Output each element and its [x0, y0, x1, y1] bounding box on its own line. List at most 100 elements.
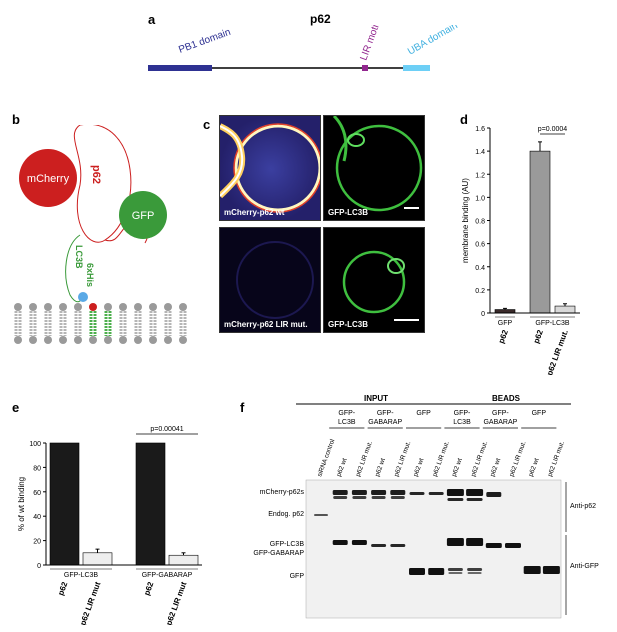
lane-label: p62 wt: [451, 457, 464, 478]
lane-label: p62 wt: [412, 457, 425, 478]
blot-band: [447, 568, 463, 571]
group-label: GABARAP: [483, 419, 517, 426]
category-label: p62 LIR mut: [78, 580, 102, 625]
micrograph-label-mcherry-wt: mCherry-p62 wt: [224, 208, 285, 217]
pb1-domain-label: PB1 domain: [177, 27, 232, 56]
lane-label: p62 wt: [374, 457, 387, 478]
group-label: GFP-LC3B: [64, 572, 99, 579]
lipid-head: [149, 336, 157, 344]
panel-f-label: f: [240, 400, 245, 415]
blot-band: [409, 492, 425, 495]
lipid-head: [74, 336, 82, 344]
blot-band: [447, 498, 464, 501]
gfp-label: GFP: [132, 210, 155, 222]
blot-band: [371, 544, 387, 547]
bar: [82, 552, 113, 566]
lane-label: p62 LIR mut.: [508, 440, 527, 478]
category-label: p62 LIR mut: [164, 580, 188, 625]
y-tick-label: 20: [33, 539, 41, 546]
lane-label: p62 LIR mut.: [432, 440, 451, 478]
panel-a-label: a: [148, 12, 156, 27]
blot-band: [486, 492, 502, 497]
y-axis-label: % of wt binding: [17, 477, 26, 531]
mcherry-label: mCherry: [27, 173, 70, 185]
group-label: GFP-: [492, 410, 509, 417]
lipid-head: [14, 336, 22, 344]
lipid-head: [44, 303, 52, 311]
blot-band: [485, 543, 502, 548]
p-value: p=0.00041: [150, 426, 183, 433]
y-tick-label: 0: [481, 311, 485, 318]
category-label: p62 LIR mut.: [545, 329, 570, 375]
p62-schematic-label: p62: [90, 165, 102, 184]
row-label: mCherry-p62s: [260, 489, 305, 496]
lane-label: siRNA control: [316, 438, 336, 478]
bar: [49, 442, 80, 566]
bar: [168, 554, 199, 566]
row-label: GFP-GABARAP: [253, 550, 304, 557]
panel-d-label: d: [460, 112, 468, 127]
lipid-head: [44, 336, 52, 344]
y-tick-label: 80: [33, 465, 41, 472]
micrograph-mcherry-lir: mCherry-p62 LIR mut.: [219, 227, 321, 333]
y-tick-label: 1.0: [475, 195, 485, 202]
group-label: LC3B: [453, 419, 471, 426]
his-tag: [78, 292, 88, 302]
micrograph-label-gfp-lc3b-1: GFP-LC3B: [328, 208, 368, 217]
p62-loop: [73, 125, 132, 243]
y-tick-label: 0: [37, 563, 41, 570]
blot-band: [448, 572, 463, 574]
group-label: GFP-LC3B: [535, 320, 570, 327]
lipid-head: [134, 303, 142, 311]
group-label: GFP-: [338, 410, 355, 417]
his-schematic-label: 6xHis: [85, 263, 95, 287]
lipid-head: [104, 303, 112, 311]
lipid-head: [29, 303, 37, 311]
micrograph-label-gfp-lc3b-2: GFP-LC3B: [328, 320, 368, 329]
uba-domain-bar: [403, 65, 430, 71]
bar: [529, 150, 551, 314]
group-label: GFP-GABARAP: [142, 572, 193, 579]
lipid-head: [74, 303, 82, 311]
beads-header: BEADS: [492, 395, 521, 403]
mcherry-circle: [19, 149, 77, 207]
uba-domain-label: UBA domain: [406, 25, 460, 58]
y-tick-label: 1.6: [475, 126, 485, 133]
y-tick-label: 0.2: [475, 288, 485, 295]
lipid-head: [104, 336, 112, 344]
p-value: p=0.0004: [538, 126, 567, 133]
lipid-head: [29, 336, 37, 344]
lane-label: p62 LIR mut.: [355, 440, 374, 478]
micrograph-label-mcherry-lir: mCherry-p62 LIR mut.: [224, 320, 308, 329]
blot-band: [390, 490, 406, 495]
lipid-head: [134, 336, 142, 344]
lane-label: p62 wt: [336, 457, 349, 478]
blot-band: [466, 538, 484, 546]
blot-band: [352, 496, 367, 499]
lipid-head: [149, 303, 157, 311]
group-label: GFP: [416, 410, 431, 417]
blot-band: [523, 566, 541, 574]
lipid-head: [164, 303, 172, 311]
y-tick-label: 0.4: [475, 265, 485, 272]
y-tick-label: 60: [33, 490, 41, 497]
lipid-head: [179, 303, 187, 311]
blot-band: [351, 490, 367, 495]
blot-band: [505, 543, 521, 548]
lipid-head: [89, 336, 97, 344]
lane-label: p62 wt: [528, 457, 541, 478]
group-label: LC3B: [338, 419, 356, 426]
antibody-label: Anti-GFP: [570, 563, 599, 570]
panel-b-label: b: [12, 112, 20, 127]
lipid-head: [59, 336, 67, 344]
group-label: GFP: [532, 410, 547, 417]
lir-motif-label: LIR motif: [358, 25, 382, 62]
lipid-head: [119, 303, 127, 311]
bar: [135, 442, 166, 566]
lipid-head: [164, 336, 172, 344]
micrograph-mcherry-wt: mCherry-p62 wt: [219, 115, 321, 221]
panel-c-label: c: [203, 117, 211, 132]
